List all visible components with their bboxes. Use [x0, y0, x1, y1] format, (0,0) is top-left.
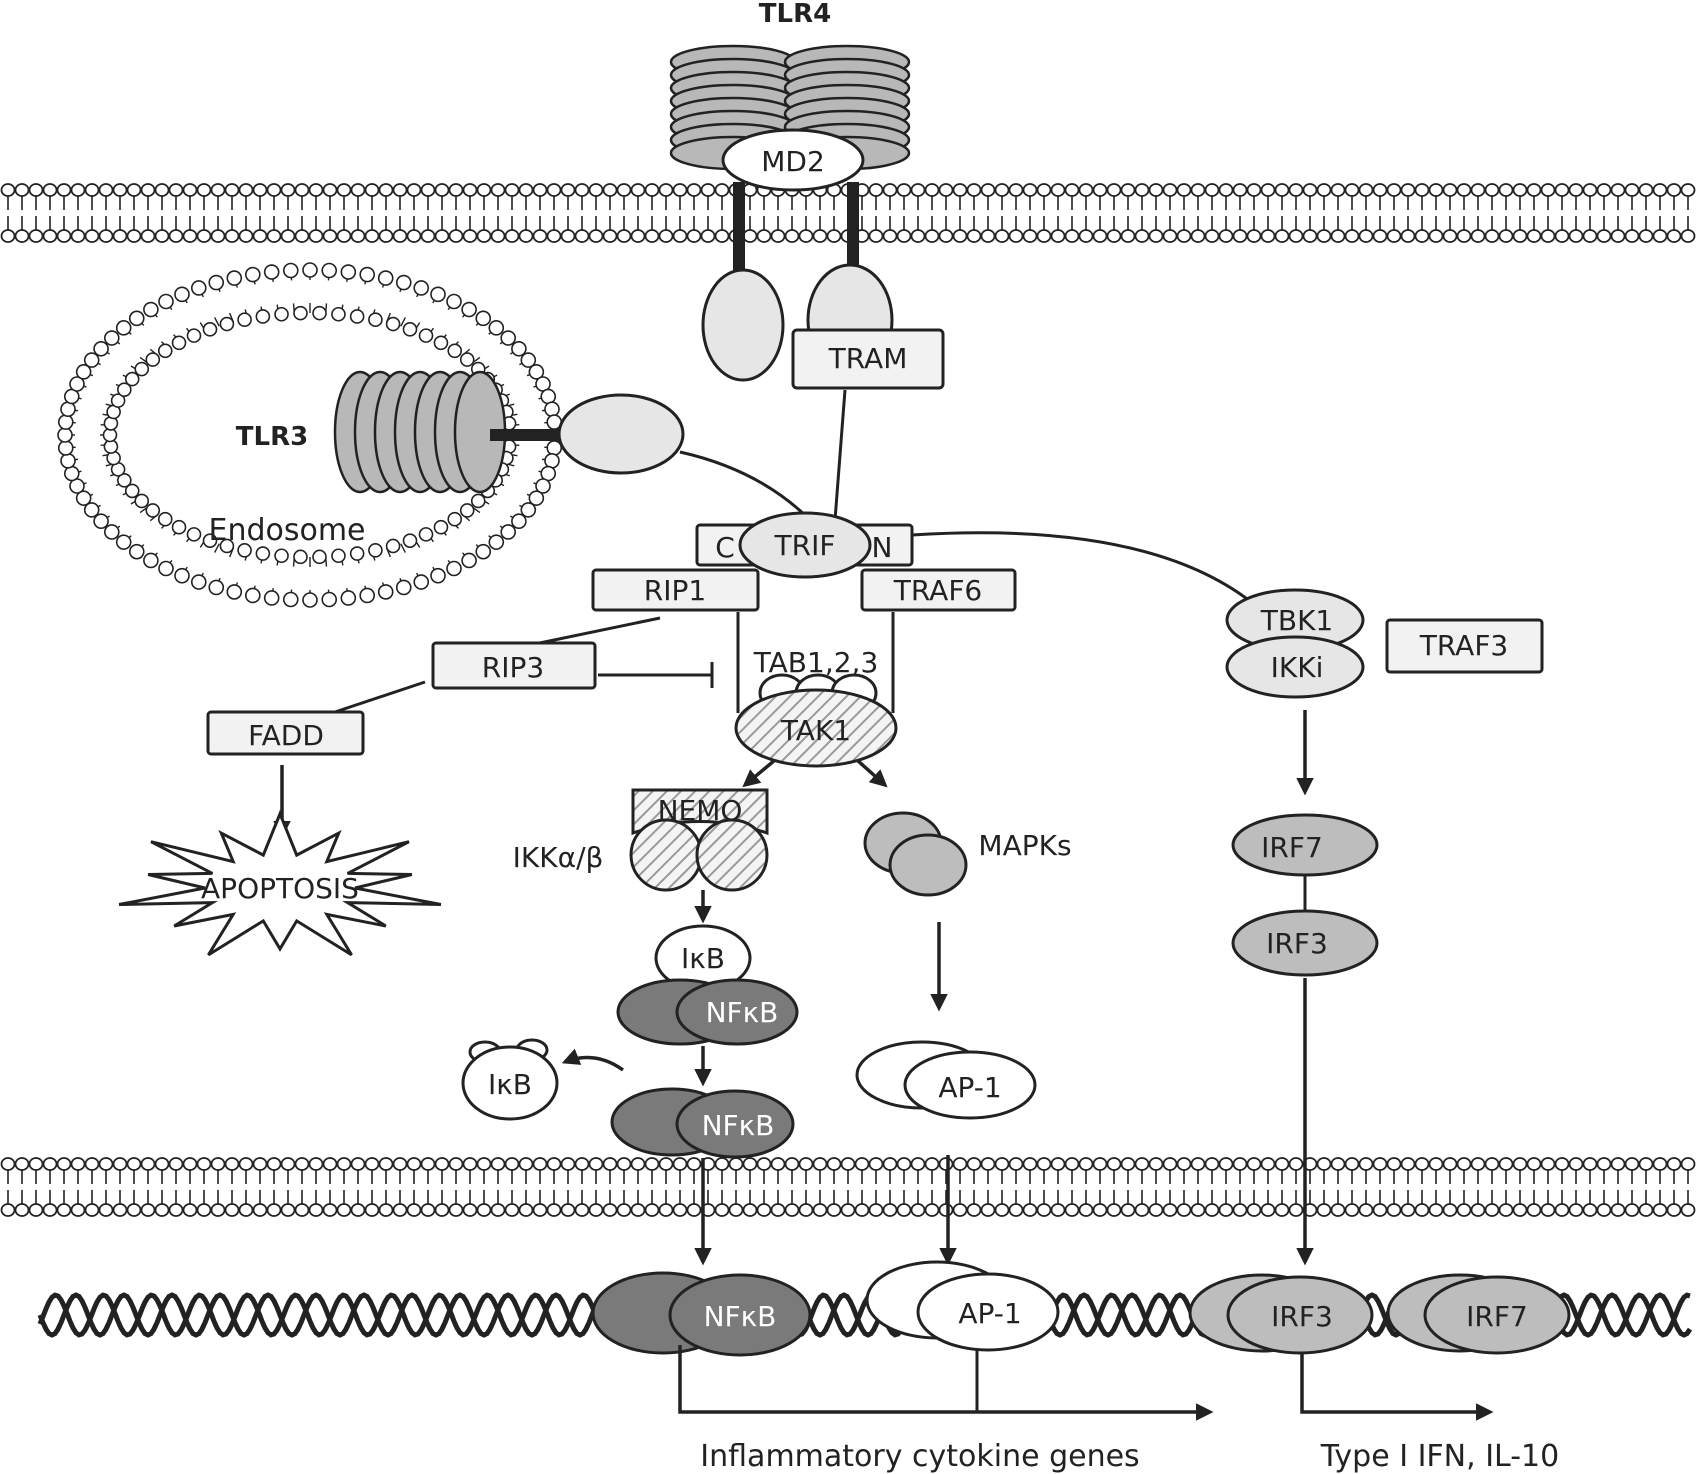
ikk-beta-node — [695, 818, 769, 892]
nfkb-cyto-front — [675, 978, 799, 1046]
md2-node — [721, 128, 865, 192]
endosome-label: Endosome — [208, 513, 365, 548]
dna-ap1-label: AP-1 — [958, 1297, 1021, 1330]
traf3-label: TRAF3 — [1419, 629, 1509, 662]
irf7-cyto-node — [1231, 813, 1379, 877]
ifn-output-label: Type I IFN, IL-10 — [1320, 1439, 1559, 1474]
fadd-box — [206, 710, 365, 756]
dna-nfkb-front — [668, 1273, 812, 1357]
ikk-label: IKKα/β — [513, 841, 604, 874]
tlr4-receptor: TLR4 MD2 — [669, 0, 911, 382]
traf6-box — [860, 568, 1017, 612]
tlr4-tir-left — [701, 268, 785, 382]
irf3-cyto-node — [1231, 909, 1379, 977]
ikb-free — [461, 1038, 559, 1121]
ikki-label: IKKi — [1271, 651, 1324, 684]
traf6-label: TRAF6 — [893, 574, 983, 607]
traf3-box — [1385, 618, 1544, 674]
tlr3-label: TLR3 — [236, 422, 308, 452]
ap1-label: AP-1 — [938, 1071, 1001, 1104]
mapk-node-2 — [888, 833, 968, 897]
tak1-nemo-arrow — [742, 758, 777, 788]
dna-irf3-front — [1226, 1275, 1374, 1355]
endosome-membrane — [57, 262, 563, 608]
nfkb-free-front — [675, 1089, 795, 1159]
ikb-degradation-arrow — [561, 1048, 625, 1072]
tak1-label: TAK1 — [780, 714, 851, 747]
irf7-cyto-label: IRF7 — [1261, 831, 1323, 864]
tram-label: TRAM — [828, 342, 908, 375]
dna-irf7-label: IRF7 — [1466, 1300, 1528, 1333]
dna-ap1-front — [916, 1272, 1060, 1352]
ikb-free-label: IκB — [488, 1068, 532, 1101]
rip3-fadd-link — [334, 680, 426, 714]
dna-irf3-label: IRF3 — [1271, 1300, 1333, 1333]
ifn-output-arrow — [1300, 1353, 1494, 1421]
trif-label: TRIF — [774, 529, 836, 562]
rip1-box — [591, 568, 760, 612]
rip3-box — [431, 641, 597, 690]
apoptosis-label: APOPTOSIS — [201, 872, 359, 905]
tbk1-label: TBK1 — [1260, 604, 1334, 637]
dna-nfkb-label: NFκB — [704, 1300, 777, 1333]
tlr3-transmembrane — [490, 429, 560, 441]
tlr4-transmembrane-right — [847, 182, 859, 282]
trif-tbk1-link — [911, 531, 1256, 607]
tab-label: TAB1,2,3 — [753, 646, 879, 679]
tlr4-label: TLR4 — [759, 0, 831, 29]
ap1-front — [903, 1050, 1037, 1120]
trif-c-terminus: C — [715, 531, 735, 564]
mapks-label: MAPKs — [978, 829, 1071, 862]
rip1-rip3-link — [529, 616, 661, 647]
tlr3-ectodomain — [333, 370, 507, 494]
trif-core — [738, 511, 872, 579]
ikk-alpha-node — [629, 818, 703, 892]
tlr3-trif-link — [679, 450, 812, 522]
dna-irf7-front — [1423, 1275, 1571, 1355]
tak1-mapks-arrow — [855, 758, 888, 788]
tram-trif-link — [833, 389, 847, 521]
nfkb-free-label: NFκB — [702, 1109, 775, 1142]
ikki-node — [1225, 635, 1365, 699]
rip1-label: RIP1 — [644, 574, 706, 607]
inflammatory-output-arrow — [678, 1345, 1214, 1421]
nfkb-cyto-label: NFκB — [706, 996, 779, 1029]
trif-n-terminus: N — [872, 531, 893, 564]
irf3-cyto-label: IRF3 — [1266, 927, 1328, 960]
md2-label: MD2 — [761, 145, 825, 178]
fadd-label: FADD — [248, 719, 324, 752]
inflammatory-output-label: Inflammatory cytokine genes — [700, 1439, 1139, 1474]
tram-box — [791, 328, 945, 390]
tlr4-transmembrane-left — [733, 182, 745, 282]
ikb-bound-label: IκB — [681, 942, 725, 975]
rip3-label: RIP3 — [482, 651, 544, 684]
tlr3-tir — [557, 393, 685, 475]
nuclear-membrane — [0, 1157, 1696, 1217]
tak1-node — [734, 688, 898, 768]
apoptosis-starburst — [118, 809, 442, 957]
